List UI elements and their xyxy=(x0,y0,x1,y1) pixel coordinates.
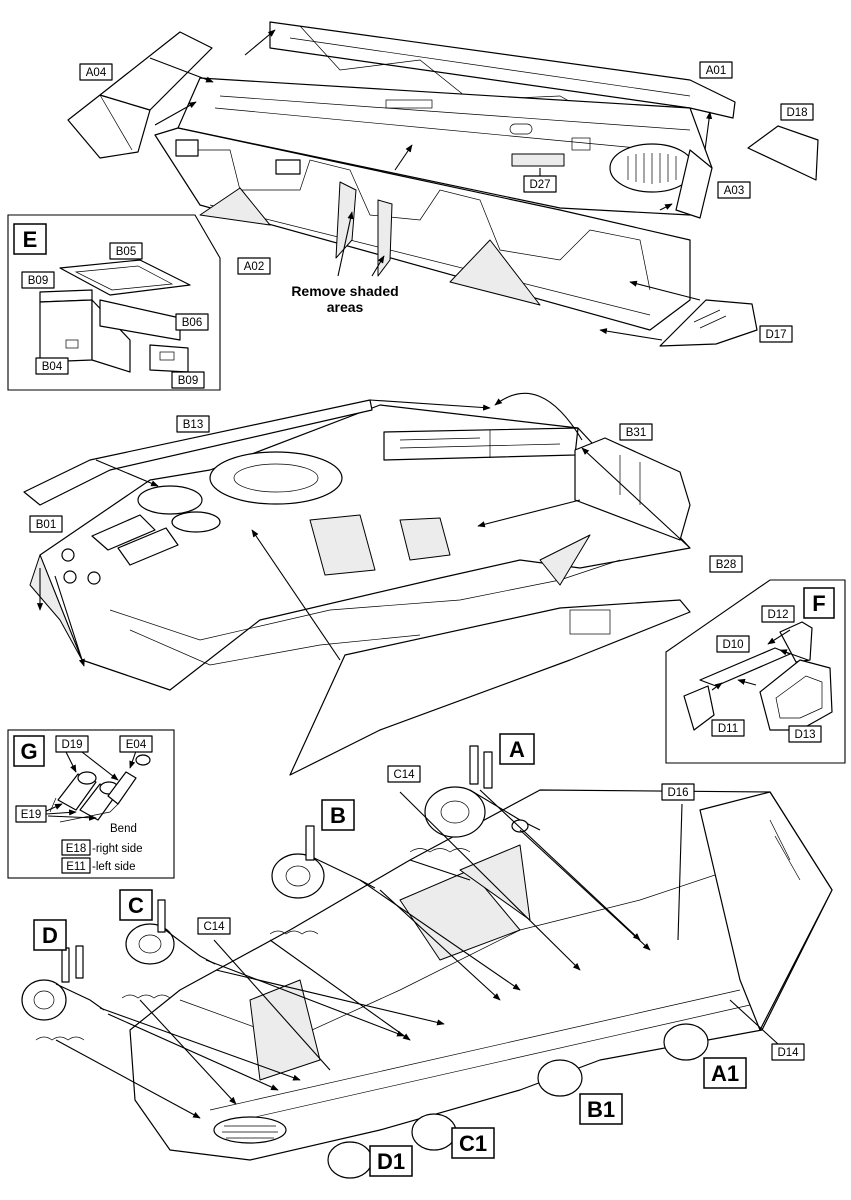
svg-text:D14: D14 xyxy=(777,1047,799,1059)
left-side-label: -left side xyxy=(92,861,135,873)
label-b05: B05 xyxy=(109,242,143,260)
svg-text:A04: A04 xyxy=(86,67,107,79)
callout-b: B xyxy=(321,799,355,831)
upper-hull-section: B13 B31 B01 B28 xyxy=(23,392,743,776)
remove-note-line2: areas xyxy=(327,299,364,315)
inset-e-title: E xyxy=(23,227,38,252)
inset-g-title: G xyxy=(20,739,37,764)
label-d11: D11 xyxy=(711,719,745,737)
label-b09-top: B09 xyxy=(21,271,55,289)
label-e19: E19 xyxy=(15,805,47,823)
label-d27: D27 xyxy=(523,175,557,193)
svg-text:E18: E18 xyxy=(66,843,86,855)
label-b09-bottom: B09 xyxy=(171,371,205,389)
callout-d: D xyxy=(33,919,67,951)
svg-text:A01: A01 xyxy=(706,65,726,77)
callout-a1: A1 xyxy=(703,1057,747,1089)
svg-text:C: C xyxy=(128,893,144,918)
part-d17-shape xyxy=(659,299,758,347)
svg-text:D13: D13 xyxy=(794,729,815,741)
label-d16: D16 xyxy=(661,783,695,801)
svg-text:D11: D11 xyxy=(718,723,738,735)
svg-text:D17: D17 xyxy=(765,329,786,341)
svg-text:D18: D18 xyxy=(786,107,807,119)
label-e04: E04 xyxy=(119,735,153,753)
svg-text:D19: D19 xyxy=(61,739,82,751)
lower-hull-section: A04 A01 D18 D27 A03 A02 D17 Remove shade… xyxy=(67,21,819,347)
part-a02-shape xyxy=(154,127,691,331)
callout-c: C xyxy=(119,889,153,921)
svg-text:E11: E11 xyxy=(66,861,86,873)
svg-text:B04: B04 xyxy=(42,361,63,373)
svg-text:B28: B28 xyxy=(716,559,736,571)
svg-text:D16: D16 xyxy=(667,787,688,799)
part-a04-shape xyxy=(67,94,151,159)
label-c14-left: C14 xyxy=(197,917,231,935)
svg-text:B31: B31 xyxy=(626,427,646,439)
svg-text:A: A xyxy=(509,737,525,762)
label-a02: A02 xyxy=(237,257,271,275)
label-d18: D18 xyxy=(780,103,814,121)
svg-text:B1: B1 xyxy=(587,1097,615,1122)
remove-note-line1: Remove shaded xyxy=(291,283,398,299)
bend-label: Bend xyxy=(110,823,137,835)
label-a04: A04 xyxy=(79,63,113,81)
inset-f: F D12 D10 D11 D13 xyxy=(665,579,846,764)
part-b13-shape xyxy=(23,399,373,506)
label-b01: B01 xyxy=(29,515,63,533)
part-b31-shape xyxy=(574,437,691,541)
part-a01-shape xyxy=(269,21,736,119)
svg-text:B06: B06 xyxy=(182,317,202,329)
part-d18-shape xyxy=(747,125,819,181)
inset-g: G D19 E04 E19 Bend xyxy=(7,729,175,879)
svg-text:C14: C14 xyxy=(393,769,415,781)
callout-c1: C1 xyxy=(451,1127,495,1159)
part-a03-shape xyxy=(675,149,713,219)
suspension-section: A B C D A1 B1 C1 D1 xyxy=(21,733,833,1179)
svg-text:B09: B09 xyxy=(178,375,198,387)
label-c14-top: C14 xyxy=(387,765,421,783)
svg-text:E04: E04 xyxy=(126,739,147,751)
svg-text:D1: D1 xyxy=(377,1149,405,1174)
svg-text:C14: C14 xyxy=(203,921,225,933)
right-side-label: -right side xyxy=(92,843,143,855)
label-e11: E11 xyxy=(61,857,91,874)
svg-text:A02: A02 xyxy=(244,261,264,273)
label-d13: D13 xyxy=(788,725,822,743)
label-b28: B28 xyxy=(709,555,743,573)
label-d10: D10 xyxy=(716,635,750,653)
svg-text:B01: B01 xyxy=(36,519,56,531)
svg-text:E19: E19 xyxy=(21,809,41,821)
label-d19: D19 xyxy=(55,735,89,753)
svg-text:D: D xyxy=(42,923,58,948)
svg-text:B05: B05 xyxy=(116,246,136,258)
label-d12: D12 xyxy=(761,605,795,623)
label-a01: A01 xyxy=(699,61,733,79)
svg-text:A1: A1 xyxy=(711,1061,739,1086)
svg-text:B09: B09 xyxy=(28,275,48,287)
label-b04: B04 xyxy=(35,357,69,375)
inset-f-title: F xyxy=(812,591,825,616)
svg-text:D12: D12 xyxy=(767,609,788,621)
label-a03: A03 xyxy=(717,181,751,199)
inset-e: E B05 B09 B06 B04 B09 xyxy=(7,214,221,391)
label-b31: B31 xyxy=(619,423,653,441)
svg-text:D27: D27 xyxy=(529,179,550,191)
label-b13: B13 xyxy=(176,415,210,433)
callout-a: A xyxy=(499,733,535,765)
part-b28-shape xyxy=(289,599,691,776)
label-e18: E18 xyxy=(61,839,91,856)
svg-text:D10: D10 xyxy=(722,639,743,651)
svg-text:B: B xyxy=(330,803,346,828)
label-b06: B06 xyxy=(175,313,209,331)
svg-text:A03: A03 xyxy=(724,185,744,197)
svg-text:C1: C1 xyxy=(459,1131,487,1156)
callout-b1: B1 xyxy=(579,1093,623,1125)
callout-d1: D1 xyxy=(369,1145,413,1177)
svg-text:B13: B13 xyxy=(183,419,203,431)
label-d17: D17 xyxy=(759,325,793,343)
label-d14: D14 xyxy=(771,1043,805,1061)
